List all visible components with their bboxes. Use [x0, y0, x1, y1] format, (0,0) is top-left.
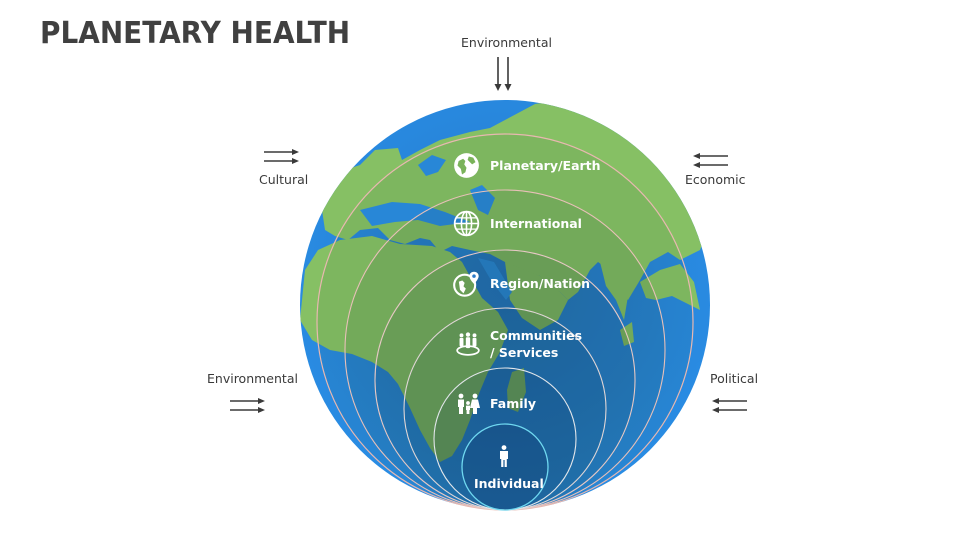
globe-location-pin-icon [453, 271, 479, 297]
factor-top-right-label: Economic [685, 172, 746, 187]
arrows-left-icon [693, 153, 728, 168]
arrows-right-icon [230, 398, 265, 413]
page-title: PLANETARY HEALTH [40, 16, 351, 51]
concentric-rings [316, 133, 694, 511]
community-group-icon [456, 332, 480, 356]
level-label-planetary: Planetary/Earth [490, 158, 601, 173]
factor-bottom-left-label: Environmental [207, 371, 298, 386]
world-grid-icon [453, 210, 480, 237]
level-label-family: Family [490, 396, 536, 411]
level-label-communities-line1: Communities [490, 328, 583, 343]
level-label-communities-line2: / Services [490, 345, 559, 360]
arrows-left-icon [712, 398, 747, 413]
factor-bottom-right-label: Political [710, 371, 759, 386]
level-label-international: International [490, 216, 582, 231]
factor-top-left-label: Cultural [259, 172, 309, 187]
arrows-down-icon [494, 57, 512, 91]
person-icon [500, 445, 508, 467]
level-label-communities: Communities / Services [490, 328, 582, 361]
level-label-individual: Individual [474, 476, 544, 491]
globe-icon [454, 153, 479, 178]
level-label-region: Region/Nation [490, 276, 591, 291]
family-icon [458, 393, 480, 414]
factor-top-label: Environmental [461, 35, 552, 50]
arrows-right-icon [264, 149, 299, 164]
